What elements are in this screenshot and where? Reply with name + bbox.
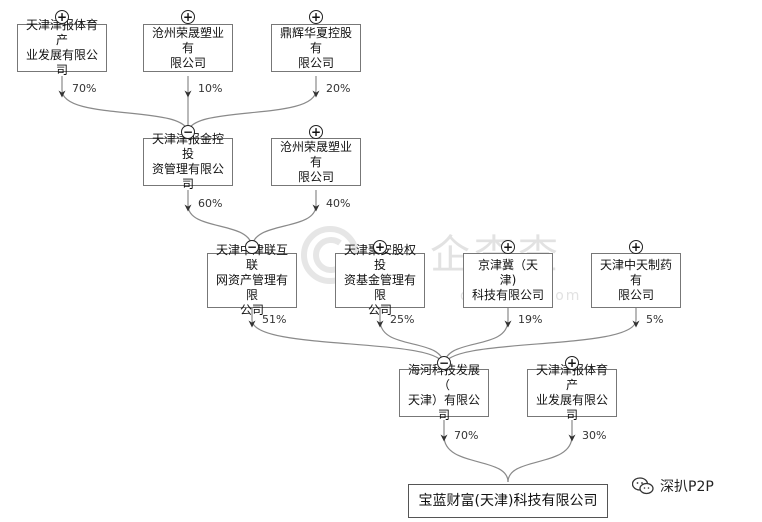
collapse-minus-icon[interactable]: − [181,125,195,139]
company-name: 宝蓝财富(天津)科技有限公司 [418,492,598,509]
expand-plus-icon[interactable]: + [629,240,643,254]
company-node[interactable]: 沧州荣晟塑业有限公司 [271,138,361,186]
company-name: 天津中天制药有限公司 [599,258,672,302]
company-name: 天津津报体育产业发展有限公司 [535,363,608,422]
company-name: 海河科技发展（天津）有限公司 [407,363,480,422]
company-node[interactable]: 鼎辉华夏控股有限公司 [271,24,361,72]
edge-n11-n12 [507,420,573,483]
expand-plus-icon[interactable]: + [501,240,515,254]
expand-plus-icon[interactable]: + [373,240,387,254]
company-node[interactable]: 天津中津联互联网资产管理有限公司 [207,243,297,317]
edge-label: 30% [582,429,607,442]
edge-label: 40% [326,197,351,210]
source-badge: 深扒P2P [632,476,714,496]
edge-n5-n6 [251,190,317,249]
collapse-minus-icon[interactable]: − [245,240,259,254]
company-node[interactable]: 海河科技发展（天津）有限公司 [399,363,489,422]
edge-label: 70% [72,82,97,95]
company-name: 天津中津联互联网资产管理有限公司 [215,243,288,317]
collapse-minus-icon[interactable]: − [437,356,451,370]
company-node[interactable]: 天津津报体育产业发展有限公司 [17,18,107,77]
edge-label: 10% [198,82,223,95]
company-node[interactable]: 天津津报体育产业发展有限公司 [527,363,617,422]
expand-plus-icon[interactable]: + [309,125,323,139]
company-name: 鼎辉华夏控股有限公司 [279,25,352,70]
expand-plus-icon[interactable]: + [309,10,323,24]
company-name: 沧州荣晟塑业有限公司 [151,25,224,70]
edge-label: 20% [326,82,351,95]
company-node[interactable]: 天津津报金控投资管理有限公司 [143,132,233,191]
edge-label: 25% [390,313,415,326]
company-name: 沧州荣晟塑业有限公司 [279,139,352,184]
company-name: 天津津报体育产业发展有限公司 [25,18,98,77]
company-name: 天津津报金控投资管理有限公司 [151,132,224,191]
company-node[interactable]: 京津冀（天津)科技有限公司 [463,253,553,308]
company-name: 天津聚安股权投资基金管理有限公司 [343,243,416,317]
edge-label: 70% [454,429,479,442]
company-node[interactable]: 天津中天制药有限公司 [591,253,681,308]
expand-plus-icon[interactable]: + [181,10,195,24]
edge-n8-n10 [443,306,509,367]
company-name: 京津冀（天津)科技有限公司 [471,258,544,302]
edge-label: 60% [198,197,223,210]
edge-label: 5% [646,313,664,326]
edge-label: 51% [262,313,287,326]
company-node[interactable]: 天津聚安股权投资基金管理有限公司 [335,243,425,317]
company-node[interactable]: 沧州荣晟塑业有限公司 [143,24,233,72]
wechat-icon [632,477,654,495]
expand-plus-icon[interactable]: + [55,10,69,24]
badge-label: 深扒P2P [660,479,714,495]
edge-label: 19% [518,313,543,326]
target-company-node[interactable]: 宝蓝财富(天津)科技有限公司 [408,484,608,518]
expand-plus-icon[interactable]: + [565,356,579,370]
